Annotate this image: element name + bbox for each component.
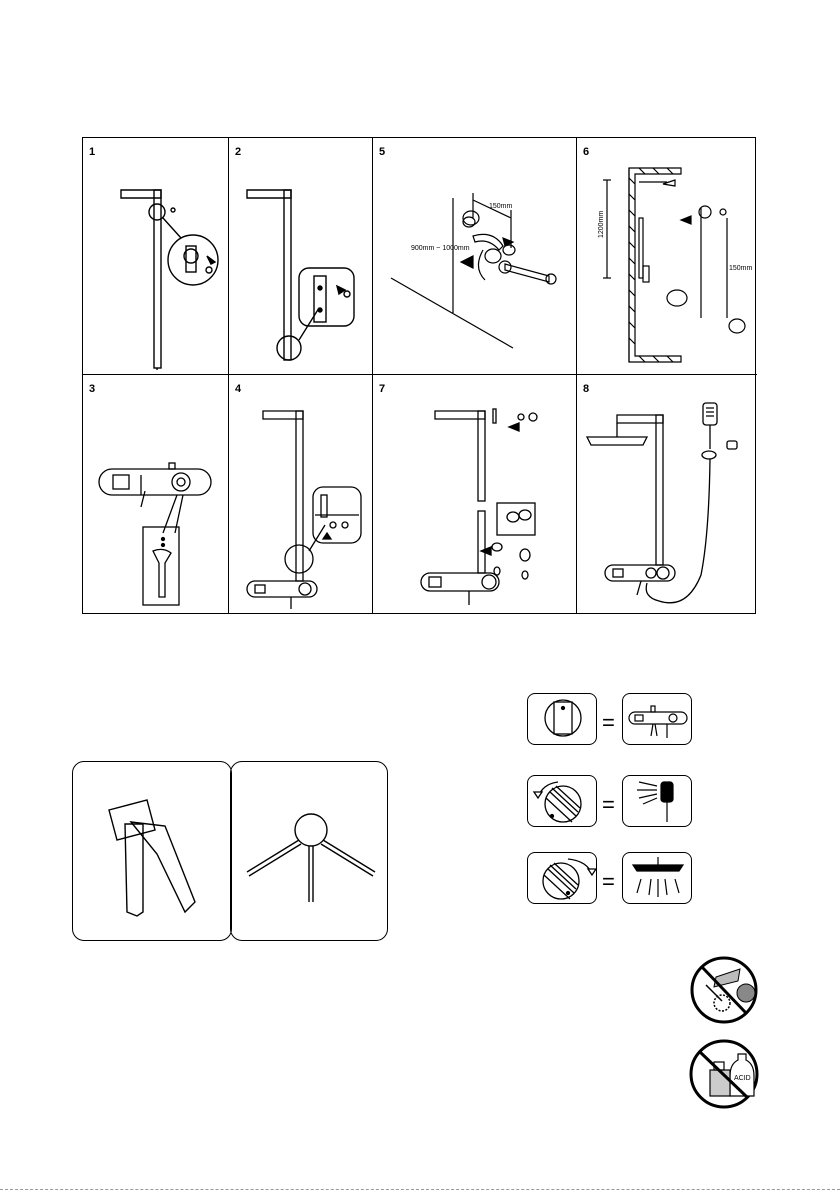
rain-shower-icon bbox=[623, 853, 693, 905]
no-abrasive-tools-icon bbox=[686, 955, 766, 1025]
shower-rail-drawing bbox=[83, 138, 229, 375]
knob-neutral-icon-box bbox=[527, 693, 597, 745]
mixer-icon-box bbox=[622, 693, 692, 745]
acid-label: ACID bbox=[734, 1075, 751, 1082]
no-acid-cleaner-icon: ACID bbox=[686, 1036, 766, 1112]
step-7-panel: 7 bbox=[373, 375, 577, 613]
knob-right-icon-box bbox=[527, 852, 597, 904]
spacing-dimension: 150mm bbox=[729, 265, 753, 272]
height-dimension: 900mm ~ 1000mm bbox=[411, 245, 470, 252]
hand-shower-icon bbox=[623, 776, 693, 828]
complete-shower-system-drawing bbox=[577, 375, 757, 613]
step-5-panel: 5 150mm 900mm ~ 1000mm bbox=[373, 138, 577, 375]
no-abrasive-tools-warning bbox=[686, 955, 766, 1025]
knob-rotate-right-icon bbox=[528, 853, 598, 905]
instruction-grid: 1 2 bbox=[82, 137, 756, 614]
hand-shower-icon-box bbox=[622, 775, 692, 827]
page-edge-divider bbox=[0, 1189, 840, 1190]
knob-rotate-left-icon bbox=[528, 776, 598, 828]
hex-key-icon bbox=[231, 762, 389, 942]
shower-rail-drawing bbox=[229, 138, 373, 375]
lever-handle-icon bbox=[73, 762, 233, 942]
step-1-panel: 1 bbox=[83, 138, 229, 375]
knob-left-icon-box bbox=[527, 775, 597, 827]
wall-fitting-drawing: 150mm 900mm ~ 1000mm bbox=[373, 138, 577, 375]
spacing-dimension: 150mm bbox=[489, 203, 513, 210]
equals-sign: = bbox=[602, 794, 615, 816]
step-8-panel: 8 bbox=[577, 375, 757, 613]
no-acid-cleaner-warning: ACID bbox=[686, 1036, 766, 1112]
step-2-panel: 2 bbox=[229, 138, 373, 375]
mixer-icon bbox=[623, 694, 693, 746]
shower-head-connection-drawing bbox=[373, 375, 577, 613]
wall-mount-drawing: 1200mm 150mm bbox=[577, 138, 757, 375]
rail-mixer-assembly-drawing bbox=[229, 375, 373, 613]
equals-sign: = bbox=[602, 871, 615, 893]
lever-handle-panel bbox=[72, 761, 232, 941]
step-6-panel: 6 1200mm bbox=[577, 138, 757, 375]
step-4-panel: 4 bbox=[229, 375, 373, 613]
height-dimension: 1200mm bbox=[598, 211, 605, 238]
knob-center-icon bbox=[528, 694, 598, 746]
thermostat-handle-drawing bbox=[83, 375, 229, 613]
rain-shower-icon-box bbox=[622, 852, 692, 904]
equals-sign: = bbox=[602, 712, 615, 734]
hex-key-panel bbox=[230, 761, 388, 941]
step-3-panel: 3 bbox=[83, 375, 229, 613]
